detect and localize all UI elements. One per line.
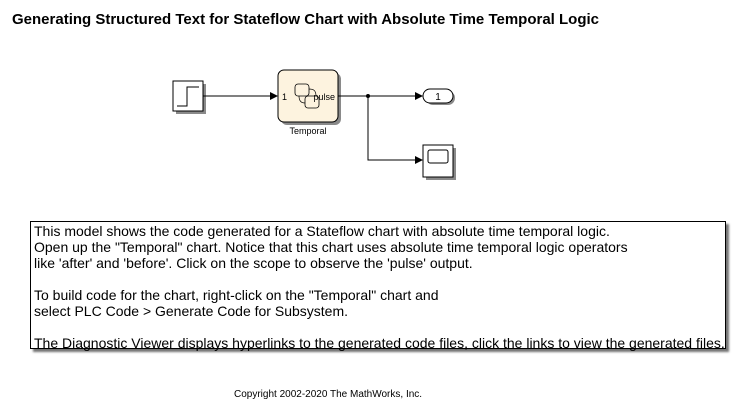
annotation-line: select PLC Code > Generate Code for Subs…: [34, 303, 348, 319]
annotation-line: This model shows the code generated for …: [34, 223, 610, 239]
page-title: Generating Structured Text for Stateflow…: [12, 11, 600, 28]
chart-output-port-label: pulse: [313, 92, 335, 102]
stateflow-chart-block[interactable]: 1 pulse: [277, 69, 341, 125]
annotation-line: To build code for the chart, right-click…: [34, 287, 439, 303]
step-block[interactable]: [172, 80, 206, 114]
annotation-line: [34, 271, 725, 287]
annotation-line: like 'after' and 'before'. Click on the …: [34, 255, 473, 271]
chart-block-name[interactable]: Temporal: [289, 126, 326, 136]
model-annotation[interactable]: This model shows the code generated for …: [30, 221, 726, 351]
annotation-line: The Diagnostic Viewer displays hyperlink…: [34, 335, 725, 351]
scope-icon: [427, 149, 449, 164]
annotation-line: [34, 319, 725, 335]
scope-block[interactable]: [422, 144, 456, 180]
copyright-notice: Copyright 2002-2020 The MathWorks, Inc.: [234, 389, 423, 400]
signal-line-branch-to-scope[interactable]: [367, 96, 423, 164]
stateflow-chart-icon: [294, 83, 320, 109]
outport-block[interactable]: 1: [422, 88, 455, 105]
chart-input-port-label: 1: [282, 92, 287, 102]
outport-number-label: 1: [435, 92, 441, 103]
step-icon: [177, 86, 199, 107]
annotation-line: Open up the "Temporal" chart. Notice tha…: [34, 239, 628, 255]
